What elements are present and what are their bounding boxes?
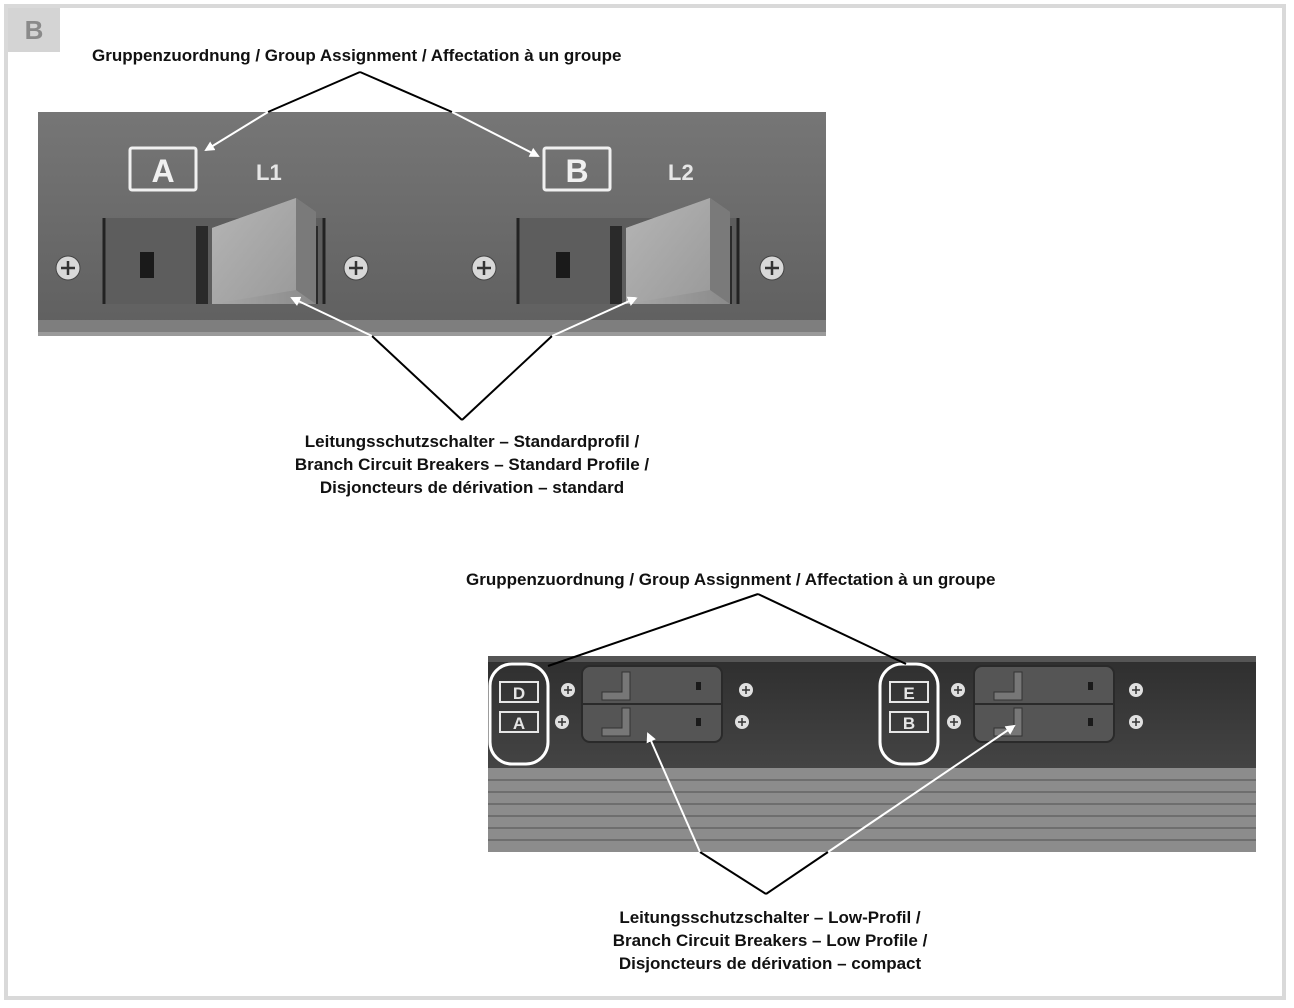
group-label-d: D	[499, 681, 539, 703]
group-label-a-low: A	[499, 711, 539, 733]
screw-icon	[1129, 683, 1143, 697]
screw-icon	[951, 683, 965, 697]
screw-icon	[739, 683, 753, 697]
bottom-breaker-caption-line-2: Branch Circuit Breakers – Low Profile /	[612, 931, 928, 950]
circuit-label-l2: L2	[668, 160, 694, 185]
group-label-b-low: B	[889, 711, 929, 733]
standard-breaker-l2	[516, 198, 740, 304]
circuit-label-l1: L1	[256, 160, 282, 185]
group-label-a-low-text: A	[513, 714, 525, 733]
group-label-e-text: E	[903, 684, 914, 703]
screw-icon	[555, 715, 569, 729]
bottom-breaker-caption: Leitungsschutzschalter – Low-Profil / Br…	[570, 906, 970, 975]
top-breaker-caption-line-3: Disjoncteurs de dérivation – standard	[319, 478, 625, 497]
bottom-group-caption: Gruppenzuordnung / Group Assignment / Af…	[466, 570, 996, 589]
screw-icon	[55, 255, 81, 281]
screw-icon	[759, 255, 785, 281]
top-breaker-caption-line-1: Leitungsschutzschalter – Standardprofil …	[304, 432, 640, 451]
top-group-caption: Gruppenzuordnung / Group Assignment / Af…	[92, 46, 622, 65]
group-label-b-text: B	[565, 153, 588, 189]
low-profile-breaker-right	[973, 665, 1115, 743]
section-label: B	[8, 8, 60, 52]
screw-icon	[471, 255, 497, 281]
group-label-a: A	[128, 146, 198, 192]
screw-icon	[947, 715, 961, 729]
top-breaker-arrows	[290, 296, 638, 421]
low-profile-breaker-left	[581, 665, 723, 743]
group-label-a-text: A	[151, 153, 174, 189]
top-group-arrows	[204, 71, 540, 157]
screw-icon	[735, 715, 749, 729]
group-label-d-text: D	[513, 684, 525, 703]
low-profile-breaker-panel: D A E B	[488, 656, 1256, 852]
group-label-e: E	[889, 681, 929, 703]
bottom-breaker-arrows	[646, 724, 1016, 895]
bottom-breaker-caption-line-3: Disjoncteurs de dérivation – compact	[618, 954, 922, 973]
group-label-b: B	[542, 146, 612, 192]
highlight-oval-right	[878, 662, 940, 766]
standard-breaker-panel: A L1 B L2	[38, 112, 826, 336]
screw-icon	[561, 683, 575, 697]
bottom-group-arrows	[547, 593, 907, 667]
standard-breaker-l1	[102, 198, 326, 304]
bottom-breaker-caption-line-1: Leitungsschutzschalter – Low-Profil /	[619, 908, 921, 927]
top-breaker-caption: Leitungsschutzschalter – Standardprofil …	[262, 430, 682, 499]
group-label-b-low-text: B	[903, 714, 915, 733]
highlight-oval-left	[488, 662, 550, 766]
top-breaker-caption-line-2: Branch Circuit Breakers – Standard Profi…	[294, 455, 650, 474]
figure-frame	[4, 4, 1286, 1000]
screw-icon	[343, 255, 369, 281]
screw-icon	[1129, 715, 1143, 729]
